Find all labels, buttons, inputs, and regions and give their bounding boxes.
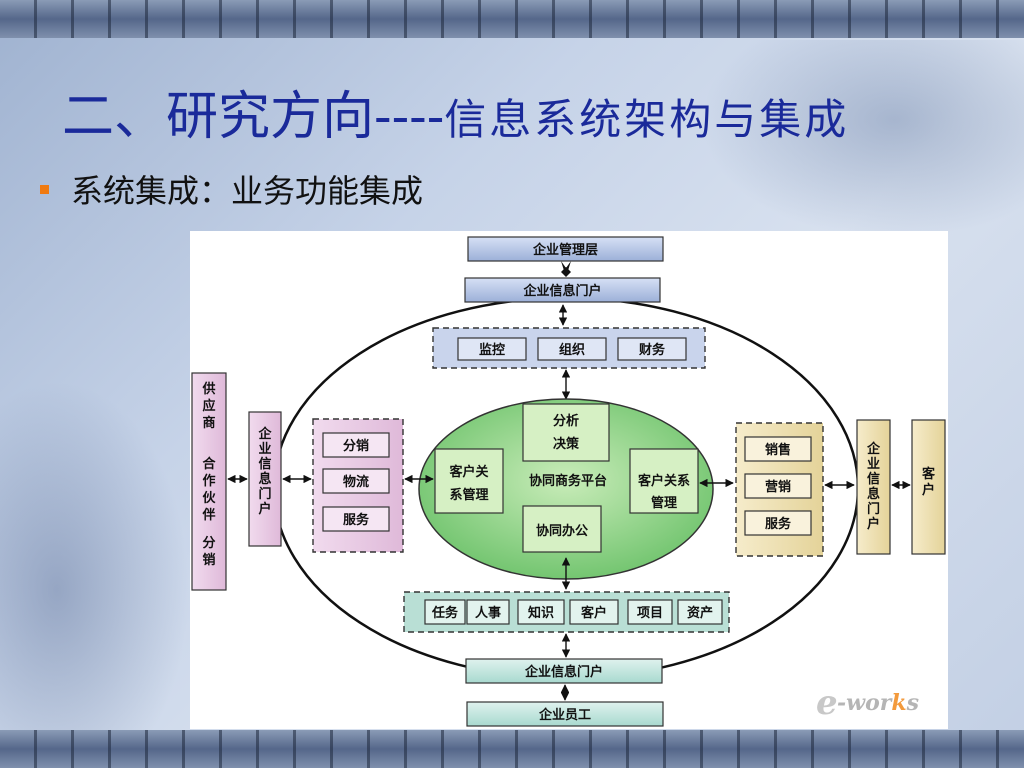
top-layer-box: 企业管理层 xyxy=(467,236,664,262)
module-project-label: 项目 xyxy=(637,606,663,621)
analysis-label-1: 分析 xyxy=(553,413,579,429)
module-assets-label: 资产 xyxy=(687,605,713,621)
customer-box xyxy=(911,419,946,555)
module-service-right xyxy=(744,510,812,536)
bottom-portal-label: 企业信息门户 xyxy=(524,664,603,680)
left-partner-label-2: 合作伙伴 xyxy=(201,456,216,523)
top-portal-label: 企业信息门户 xyxy=(522,283,601,299)
module-service-left xyxy=(322,506,390,532)
module-logistics-label: 物流 xyxy=(343,474,369,490)
title-main: 二、研究方向 xyxy=(62,87,375,147)
module-monitor xyxy=(457,337,527,361)
module-task xyxy=(424,599,466,625)
customer-label: 客户 xyxy=(922,466,936,498)
top-portal-box: 企业信息门户 xyxy=(464,277,661,303)
module-distribution xyxy=(322,432,390,458)
left-modules-group: 分销 物流 服务 xyxy=(312,418,404,553)
title-sub: 信息系统架构与集成 xyxy=(444,95,850,144)
module-sales xyxy=(744,436,812,462)
module-knowledge-label: 知识 xyxy=(528,605,554,621)
left-partner-box xyxy=(191,372,227,591)
module-customer-label: 客户 xyxy=(581,605,607,621)
bottom-layer-box: 企业员工 xyxy=(466,701,664,727)
crm-left-label-1: 客户关 xyxy=(449,464,488,480)
module-knowledge xyxy=(517,599,565,625)
crm-right-box xyxy=(629,448,699,514)
module-sales-label: 销售 xyxy=(765,442,791,458)
module-logistics xyxy=(322,468,390,494)
bullet-item: 系统集成：业务功能集成 xyxy=(40,166,423,212)
left-portal-label: 企业信息门户 xyxy=(257,426,272,517)
top-brick-border xyxy=(0,0,1024,38)
eworks-logo: e -works xyxy=(816,683,919,723)
background-decoration xyxy=(700,40,1024,240)
analysis-box xyxy=(522,403,610,462)
module-service-right-label: 服务 xyxy=(765,516,792,532)
module-project xyxy=(627,599,673,625)
left-partner-label-1: 供应商 xyxy=(201,381,215,431)
architecture-diagram: 企业管理层 企业信息门户 监控 组织 财务 分析 决策 客户关 系管理 协同商务… xyxy=(190,231,948,729)
module-assets xyxy=(677,599,723,625)
module-hr xyxy=(466,599,510,625)
right-portal-box xyxy=(856,419,891,555)
bottom-portal-box: 企业信息门户 xyxy=(465,658,663,684)
office-label: 协同办公 xyxy=(536,523,588,539)
bottom-layer-label: 企业员工 xyxy=(538,707,591,723)
module-organization xyxy=(537,337,607,361)
bottom-modules-group: 任务 人事 知识 客户 项目 资产 xyxy=(403,591,730,633)
top-layer-label: 企业管理层 xyxy=(532,242,598,258)
logo-text: -works xyxy=(837,690,919,716)
right-modules-group: 销售 营销 服务 xyxy=(735,422,824,557)
module-finance xyxy=(617,337,687,361)
module-marketing-label: 营销 xyxy=(765,479,791,495)
bullet-text: 系统集成：业务功能集成 xyxy=(71,172,424,210)
left-portal-box xyxy=(248,411,282,547)
module-service-left-label: 服务 xyxy=(343,512,370,528)
crm-right-label-1: 客户关系 xyxy=(638,473,690,489)
platform-label: 协同商务平台 xyxy=(529,473,607,489)
top-modules-group: 监控 组织 财务 xyxy=(432,327,706,369)
module-task-label: 任务 xyxy=(431,605,459,621)
crm-left-box xyxy=(434,448,504,514)
module-distribution-label: 分销 xyxy=(343,438,369,454)
module-finance-label: 财务 xyxy=(639,342,666,358)
connector-diamond-icon xyxy=(561,267,571,277)
right-portal-label: 企业信息门户 xyxy=(866,441,881,532)
title-dash: ---- xyxy=(374,87,445,147)
great-wall-decoration xyxy=(0,380,190,730)
logo-e: e xyxy=(816,683,838,723)
module-monitor-label: 监控 xyxy=(479,342,505,358)
module-customer xyxy=(569,599,619,625)
bottom-brick-border xyxy=(0,730,1024,768)
left-partner-label-3: 分销 xyxy=(202,535,215,568)
square-bullet-icon xyxy=(40,184,49,194)
module-hr-label: 人事 xyxy=(475,605,501,621)
module-organization-label: 组织 xyxy=(559,342,585,358)
office-box xyxy=(522,505,602,553)
module-marketing xyxy=(744,473,812,499)
crm-left-label-2: 系管理 xyxy=(449,487,488,503)
slide-title: 二、研究方向----信息系统架构与集成 xyxy=(62,74,849,149)
analysis-label-2: 决策 xyxy=(553,436,580,452)
crm-right-label-2: 管理 xyxy=(651,495,677,511)
